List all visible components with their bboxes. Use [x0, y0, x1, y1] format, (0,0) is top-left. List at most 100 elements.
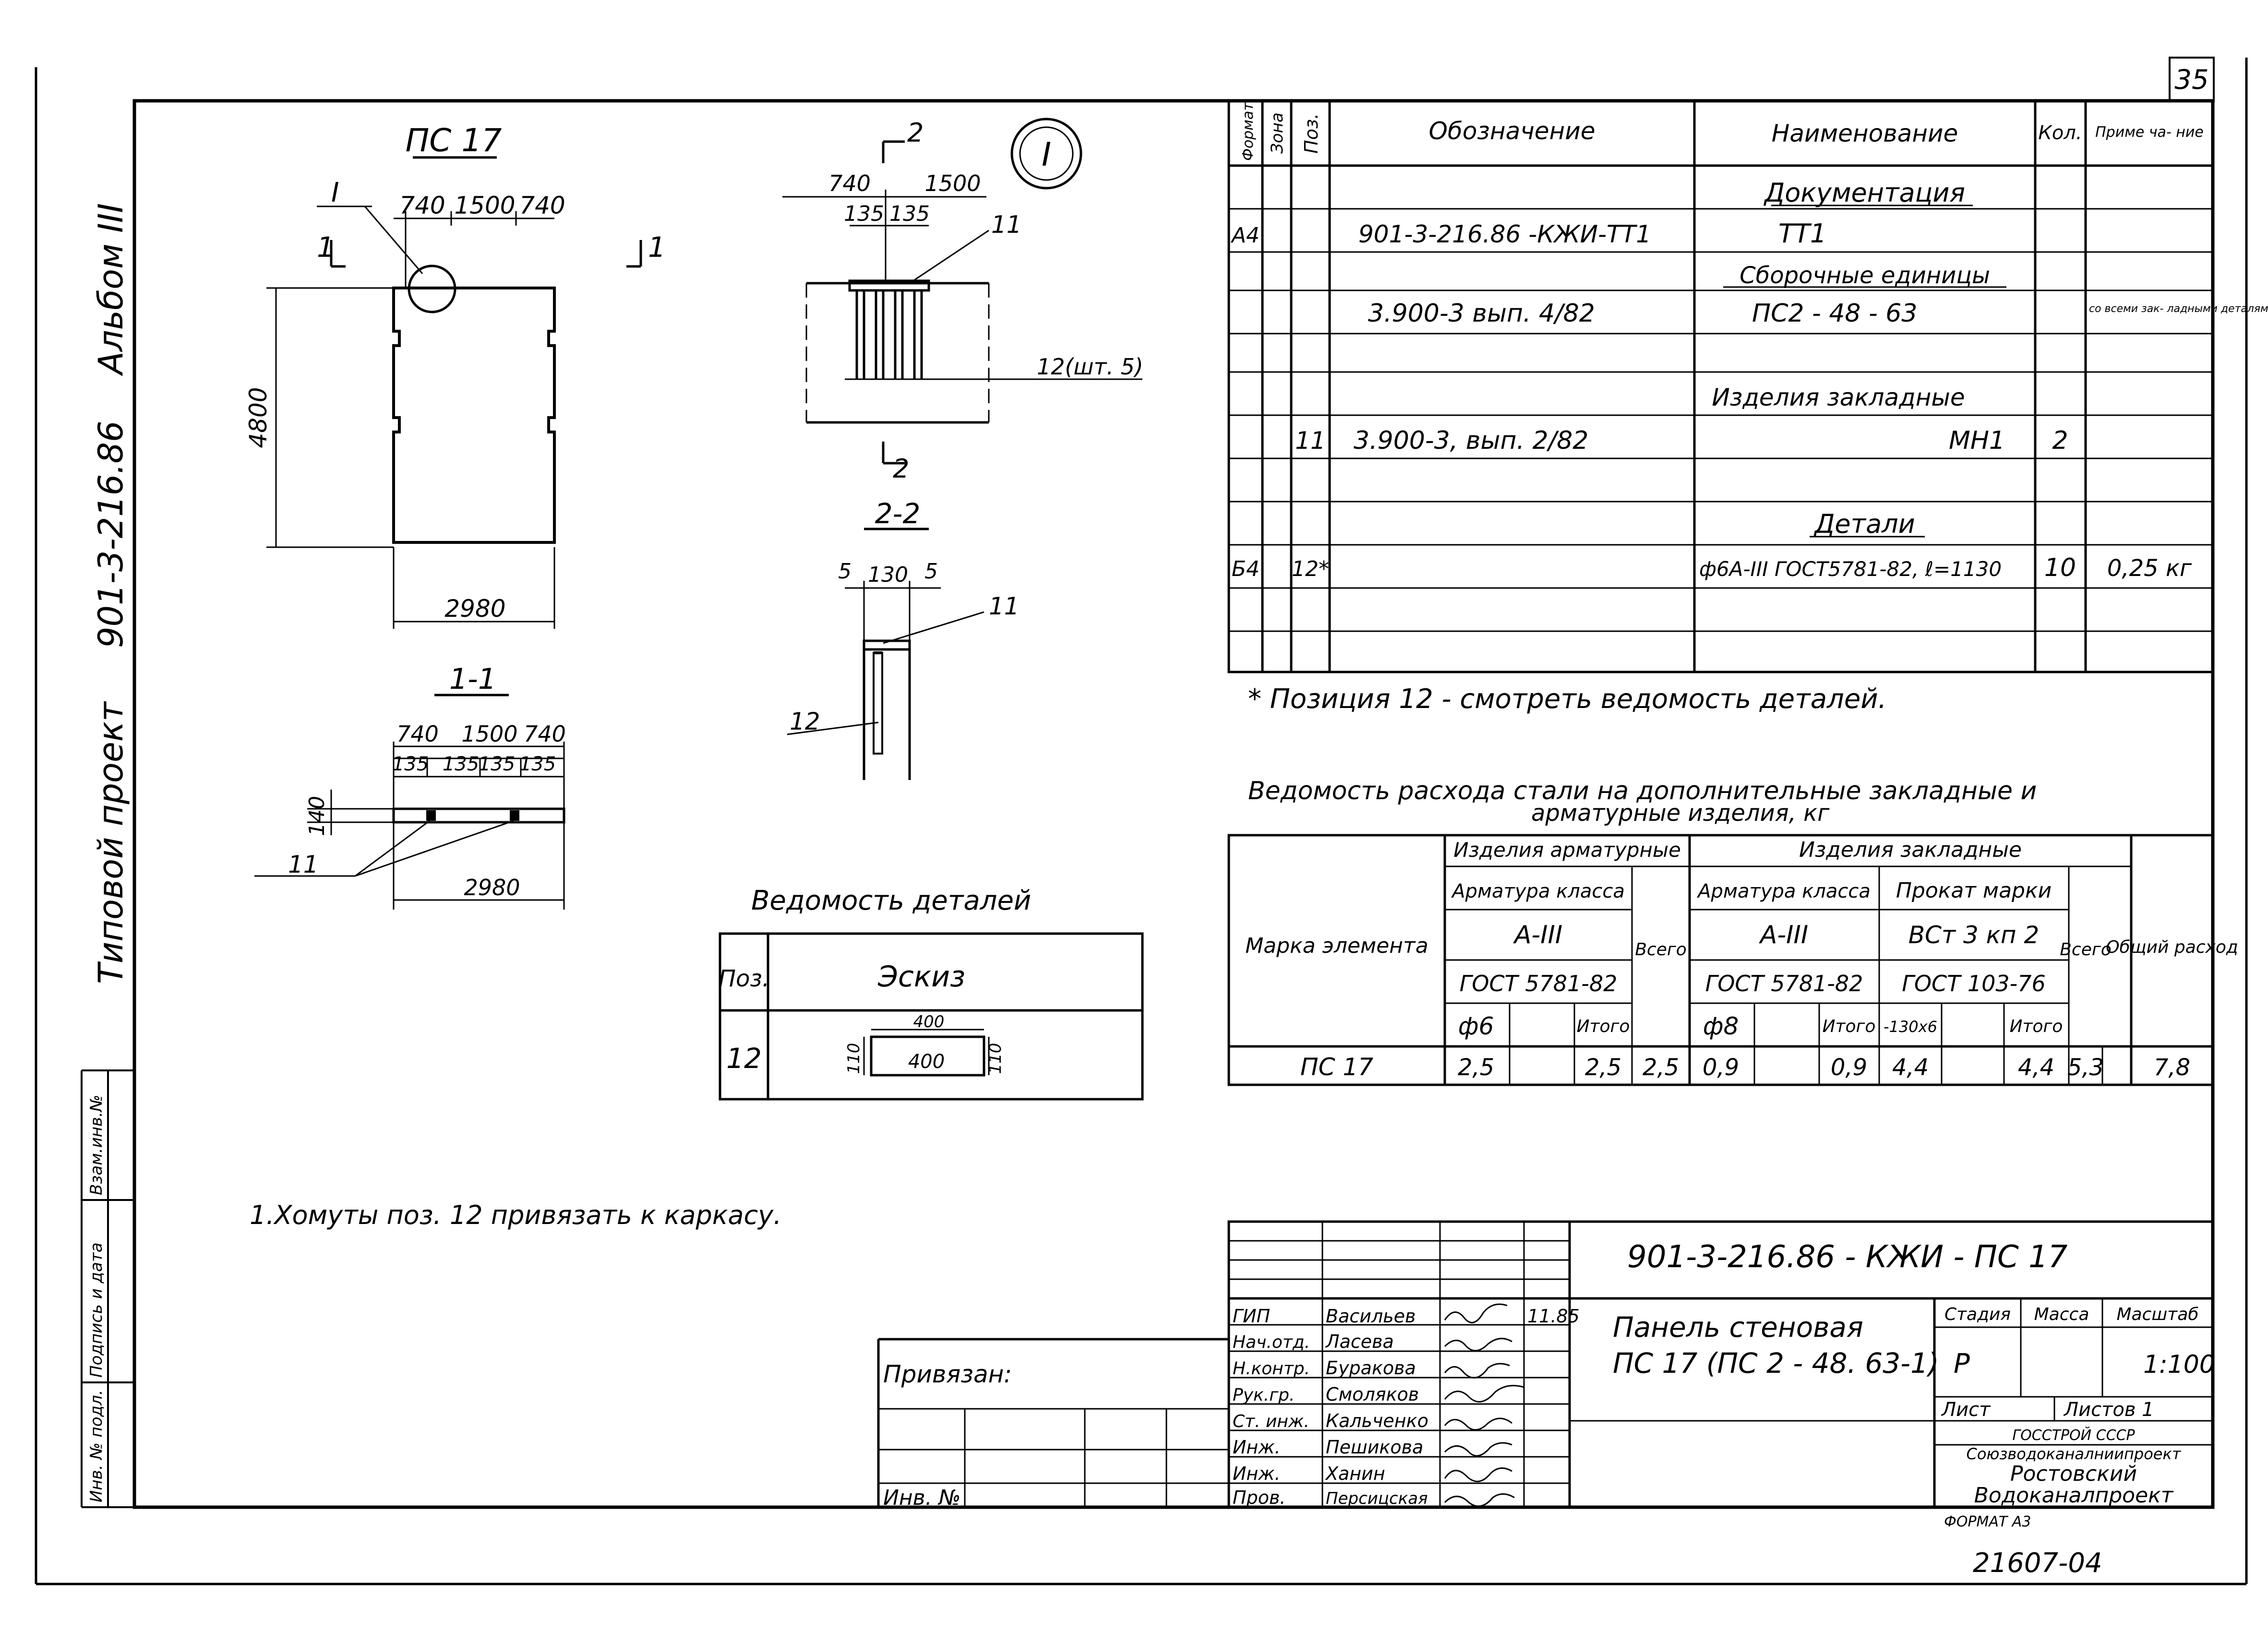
spec-row-7-qty: 2	[2052, 426, 2068, 455]
node-section-mark-top: 2	[907, 118, 924, 148]
node-I-detail: 2 I 740 1500 135 135 11 12(шт. 5) 2	[782, 118, 1143, 484]
sheet-code: 21607-04	[1973, 1548, 2102, 1579]
stamp-label-sign: Подпись и дата	[87, 1242, 106, 1378]
steel-h-embedded: Изделия закладные	[1799, 838, 2022, 862]
title-block: 901-3-216.86 - КЖИ - ПС 17 Панель стенов…	[1227, 1220, 2215, 1509]
node-marker-circle	[408, 264, 456, 313]
steel-table: Ведомость расхода стали на дополнительны…	[1227, 777, 2238, 1086]
details-h-sketch: Эскиз	[877, 960, 965, 994]
steel-cell-element: ПС 17	[1300, 1053, 1373, 1081]
signer-role-5: Ст. инж.	[1233, 1412, 1309, 1431]
node-dim-740: 740	[828, 170, 871, 196]
steel-h-vst: ВСт 3 кп 2	[1908, 921, 2040, 949]
steel-cell-130x6: 4,4	[1892, 1054, 1929, 1081]
steel-title-1: Ведомость расхода стали на дополнительны…	[1248, 777, 2037, 805]
details-h-pos: Поз.	[719, 965, 769, 992]
steel-h-gost2: ГОСТ 5781-82	[1705, 971, 1863, 996]
steel-h-element: Марка элемента	[1245, 934, 1428, 958]
spec-h-designation: Обозначение	[1429, 117, 1596, 145]
steel-h-itogo2: Итого	[1823, 1017, 1876, 1036]
title-h-mass: Масса	[2034, 1305, 2089, 1324]
spec-row-1-name: Документация	[1764, 178, 1965, 208]
steel-cell-itogo2: 0,9	[1831, 1054, 1867, 1081]
steel-cell-itogo1: 2,5	[1585, 1054, 1621, 1081]
steel-h-gost1: ГОСТ 5781-82	[1460, 971, 1618, 996]
project-type-label: Типовой проект	[91, 701, 131, 984]
title-org-1: ГОССТРОЙ СССР	[2012, 1427, 2135, 1444]
title-org-3: Ростовский	[2010, 1462, 2137, 1486]
s11-dim-2980: 2980	[464, 875, 520, 900]
spec-h-name: Наименование	[1772, 120, 1958, 147]
steel-title-2: арматурные изделия, кг	[1531, 800, 1830, 827]
s11-dim-1500: 1500	[461, 721, 517, 747]
section-1-1: 1-1 740 1500 740 135 135 135 135 140 298…	[254, 662, 566, 910]
signer-name-2: Ласева	[1325, 1331, 1394, 1352]
s11-dim-135-4: 135	[519, 753, 556, 775]
steel-h-armature: Изделия арматурные	[1453, 838, 1681, 862]
signer-role-8: Пров.	[1233, 1487, 1285, 1508]
spec-h-qty: Кол.	[2038, 122, 2082, 144]
node-circle-inner	[1019, 126, 1074, 181]
steel-h-total2: Всего	[2060, 940, 2112, 960]
stamp-label-inv: Инв. № подл.	[87, 1390, 106, 1502]
spec-row-2-name: ТТ1	[1778, 218, 1826, 249]
steel-h-itogo3: Итого	[2010, 1017, 2063, 1036]
s11-dim-740b: 740	[524, 721, 566, 747]
spec-row-7-designation: 3.900-3, вып. 2/82	[1354, 426, 1588, 455]
spec-row-10-format: Б4	[1232, 557, 1260, 581]
title-line-2: ПС 17 (ПС 2 - 48. 63-1)	[1613, 1347, 1939, 1380]
spec-row-10-qty: 10	[2044, 553, 2076, 582]
signer-role-4: Рук.гр.	[1233, 1385, 1295, 1405]
steel-cell-total1: 2,5	[1643, 1054, 1679, 1081]
spec-row-4-note: со всеми зак- ладными деталями.	[2089, 303, 2268, 315]
steel-h-overall: Общий расход	[2106, 937, 2238, 957]
s22-callout-12: 12	[790, 708, 820, 735]
details-title: Ведомость деталей	[751, 885, 1031, 916]
dim-4800: 4800	[244, 387, 272, 448]
node-callout-12: 12(шт. 5)	[1037, 354, 1143, 380]
s22-dim-5a: 5	[838, 559, 852, 584]
main-view-title: ПС 17	[406, 122, 502, 159]
steel-h-d6: ф6	[1458, 1012, 1494, 1040]
details-table: Ведомость деталей Поз. Эскиз 12 400 400 …	[719, 885, 1144, 1101]
node-dim-1500: 1500	[924, 170, 981, 196]
signer-name-6: Пешикова	[1326, 1437, 1423, 1458]
spec-h-format: Формат	[1240, 102, 1257, 161]
signer-name-4: Смоляков	[1326, 1384, 1419, 1405]
s11-dim-740a: 740	[396, 721, 439, 747]
left-stamp: Инв. № подл. Подпись и дата Взам.инв.№	[81, 1069, 134, 1508]
title-code: 901-3-216.86 - КЖИ - ПС 17	[1627, 1239, 2068, 1275]
steel-h-a3: А-III	[1513, 921, 1562, 949]
section22-title: 2-2	[875, 497, 921, 530]
signer-name-5: Кальченко	[1326, 1410, 1428, 1431]
title-sheets-label: Листов 1	[2063, 1399, 2154, 1421]
binding-inv: Инв. №	[883, 1486, 960, 1510]
s22-dim-130: 130	[868, 563, 908, 587]
section-2-2: 2-2 5 130 5 11 12	[787, 497, 1020, 780]
s11-dim-135-2: 135	[443, 753, 479, 775]
node-dim-135a: 135	[844, 202, 884, 226]
node-callout-11: 11	[991, 211, 1022, 239]
steel-h-total: Всего	[1635, 940, 1687, 960]
s11-dim-140: 140	[305, 796, 329, 836]
node-circle-outer	[1010, 118, 1082, 190]
signer-role-1: ГИП	[1233, 1306, 1270, 1327]
title-h-scale: Масштаб	[2116, 1305, 2198, 1324]
s11-callout-11: 11	[288, 851, 319, 878]
signer-role-3: Н.контр.	[1233, 1359, 1310, 1379]
steel-cell-total2: 5,3	[2067, 1054, 2104, 1081]
s22-dim-5b: 5	[924, 559, 938, 584]
section11-title: 1-1	[449, 662, 496, 696]
title-org-4: Водоканалпроект	[1974, 1483, 2174, 1508]
details-dim-400-in: 400	[908, 1051, 945, 1073]
spec-row-6-name: Изделия закладные	[1712, 384, 1965, 411]
spec-row-7-pos: 11	[1295, 427, 1326, 455]
signature-marks	[1444, 1303, 1524, 1507]
title-line-1: Панель стеновая	[1613, 1311, 1863, 1344]
steel-h-d8: ф8	[1703, 1012, 1739, 1040]
signer-role-7: Инж.	[1233, 1463, 1281, 1484]
signer-role-6: Инж.	[1233, 1437, 1281, 1458]
dim-740-right: 740	[519, 192, 565, 219]
steel-cell-itogo3: 4,4	[2018, 1054, 2054, 1081]
spec-table: Формат Зона Поз. Обозначение Наименовани…	[1227, 99, 2268, 715]
